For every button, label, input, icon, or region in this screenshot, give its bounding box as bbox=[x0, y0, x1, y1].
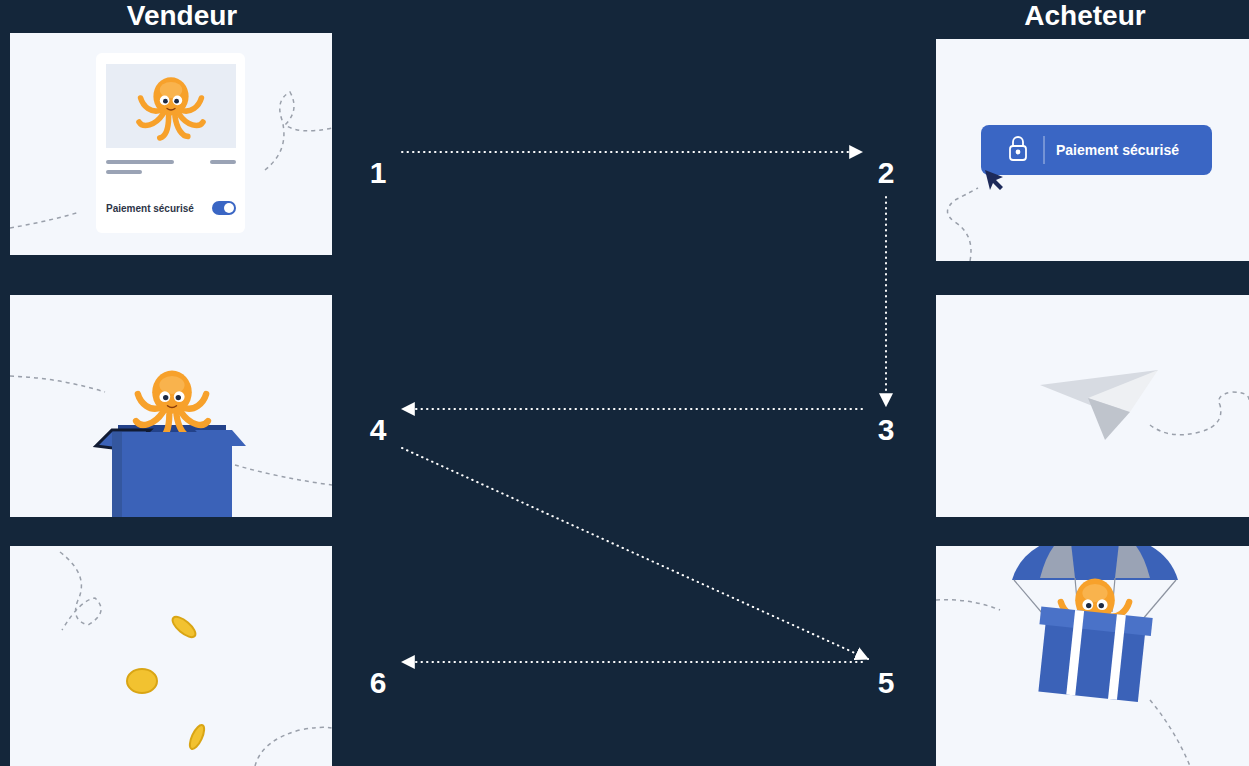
panel bbox=[936, 295, 1249, 517]
node-text: 6 bbox=[354, 659, 402, 707]
text-placeholder bbox=[106, 160, 174, 164]
column-heading: Acheteur bbox=[935, 0, 1235, 32]
text-placeholder bbox=[210, 160, 236, 164]
panel bbox=[10, 33, 332, 255]
paper-plane bbox=[1040, 370, 1249, 440]
card-image bbox=[106, 64, 236, 148]
text-placeholder bbox=[106, 170, 142, 174]
flow-arrow bbox=[402, 151, 862, 153]
step-number: 6 bbox=[354, 659, 402, 707]
decor-line bbox=[948, 188, 979, 261]
coins bbox=[60, 552, 332, 766]
flow-arrow bbox=[402, 408, 862, 410]
button-shape bbox=[981, 125, 1212, 175]
toggle-switch bbox=[212, 201, 236, 215]
panel bbox=[936, 39, 1249, 261]
node-text: 2 bbox=[862, 149, 910, 197]
cursor bbox=[985, 170, 1003, 190]
step-number: 1 bbox=[354, 149, 402, 197]
listing-card: Paiement sécurisé bbox=[96, 53, 245, 233]
step-number: 5 bbox=[862, 659, 910, 707]
lock-icon bbox=[1010, 137, 1026, 160]
parachute-gift bbox=[936, 546, 1190, 766]
flow-arrow bbox=[402, 661, 862, 663]
node-text: 1 bbox=[354, 149, 402, 197]
packing-box bbox=[10, 371, 332, 517]
flow-arrow bbox=[885, 197, 887, 406]
panel bbox=[936, 546, 1249, 766]
node-text: Paiement sécurisé bbox=[1056, 141, 1179, 159]
node-text: 3 bbox=[862, 406, 910, 454]
step-number: 2 bbox=[862, 149, 910, 197]
node-text: 4 bbox=[354, 406, 402, 454]
panel bbox=[10, 546, 332, 766]
node-text: Paiement sécurisé bbox=[106, 203, 194, 215]
flow-arrow bbox=[402, 448, 868, 659]
node-text: 5 bbox=[862, 659, 910, 707]
divider bbox=[1044, 136, 1045, 164]
payment-button: Paiement sécurisé bbox=[981, 125, 1212, 175]
step-number: 4 bbox=[354, 406, 402, 454]
step-number: 3 bbox=[862, 406, 910, 454]
card bbox=[96, 53, 245, 233]
octopus bbox=[139, 77, 203, 138]
column-heading: Vendeur bbox=[32, 0, 332, 32]
